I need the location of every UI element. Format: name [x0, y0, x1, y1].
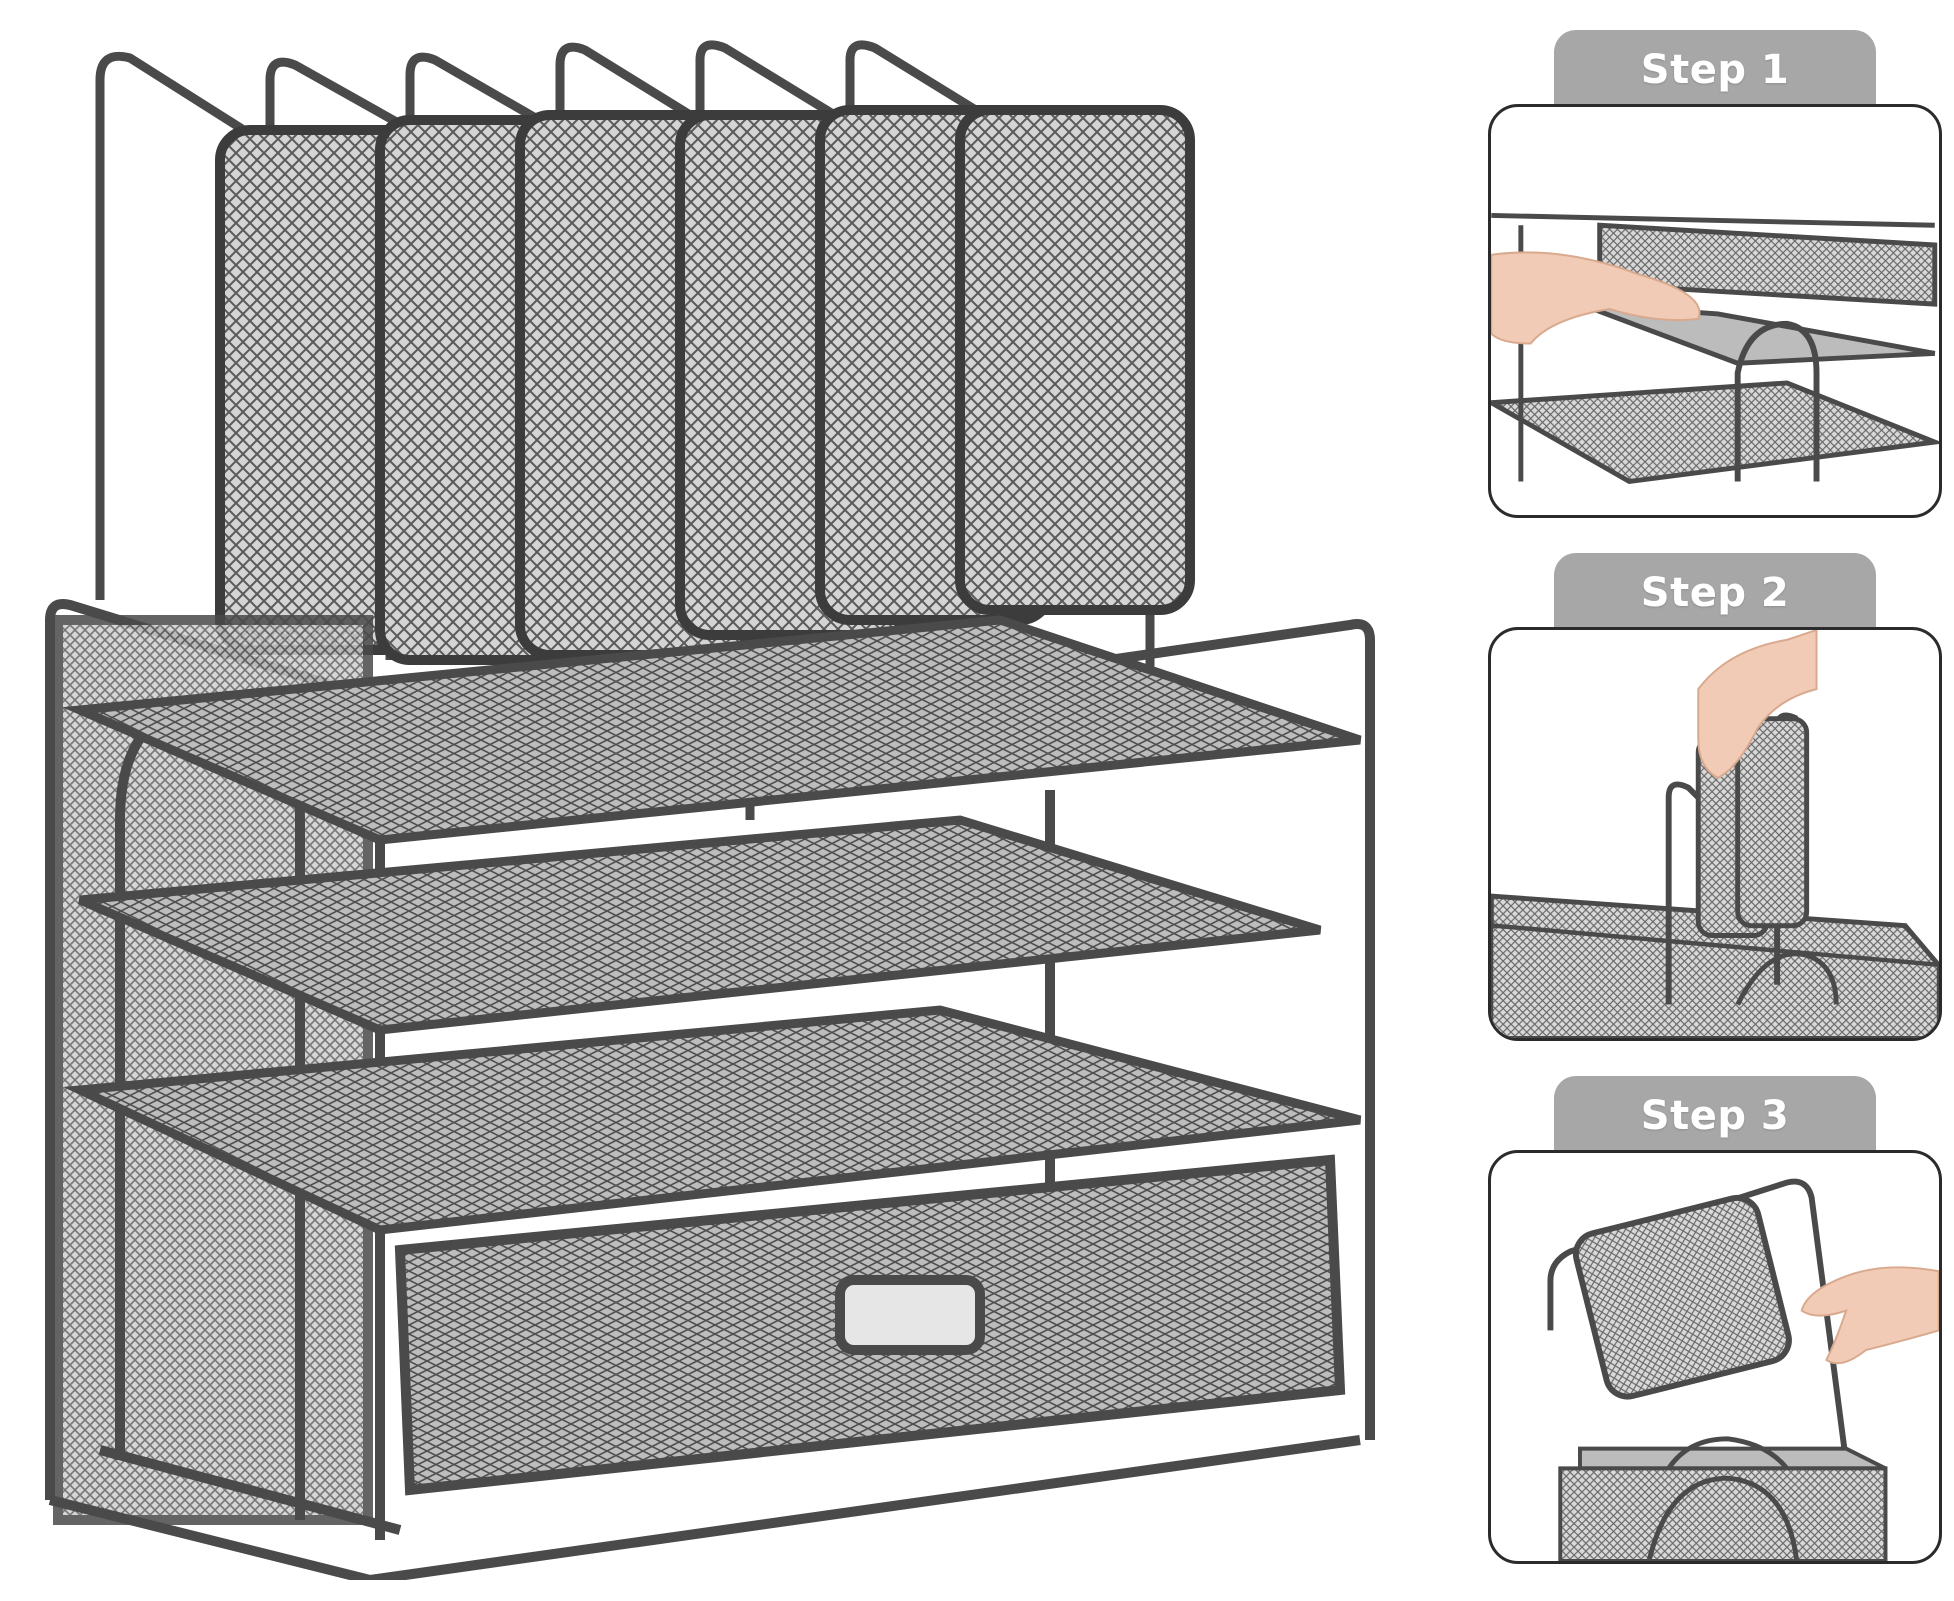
step-1-card: [1488, 104, 1942, 518]
step-2-label: Step 2: [1640, 570, 1790, 616]
hand: [1491, 251, 1701, 345]
attach-divider-illustration: [1547, 1178, 1939, 1561]
divider-mesh-panel: [215, 105, 1195, 665]
desk-organizer-illustration: [40, 20, 1400, 1586]
step-1-label: Step 1: [1640, 47, 1790, 93]
step-2-card: [1488, 627, 1942, 1041]
step-1-tab: Step 1: [1554, 30, 1876, 110]
step-3-card: [1488, 1150, 1942, 1564]
lower-shelf: [63, 1005, 1362, 1235]
top-shelf: [62, 615, 1362, 845]
hand: [1697, 630, 1818, 779]
middle-shelf: [78, 815, 1322, 1035]
hand: [1800, 1266, 1939, 1365]
insert-divider-illustration: [1491, 630, 1939, 1038]
drawer-handle: [835, 1275, 985, 1355]
step-2-tab: Step 2: [1554, 553, 1876, 633]
pull-tray-illustration: [1491, 212, 1939, 485]
step-3-label: Step 3: [1640, 1093, 1790, 1139]
step-3-tab: Step 3: [1554, 1076, 1876, 1156]
drawer: [394, 1154, 1346, 1496]
